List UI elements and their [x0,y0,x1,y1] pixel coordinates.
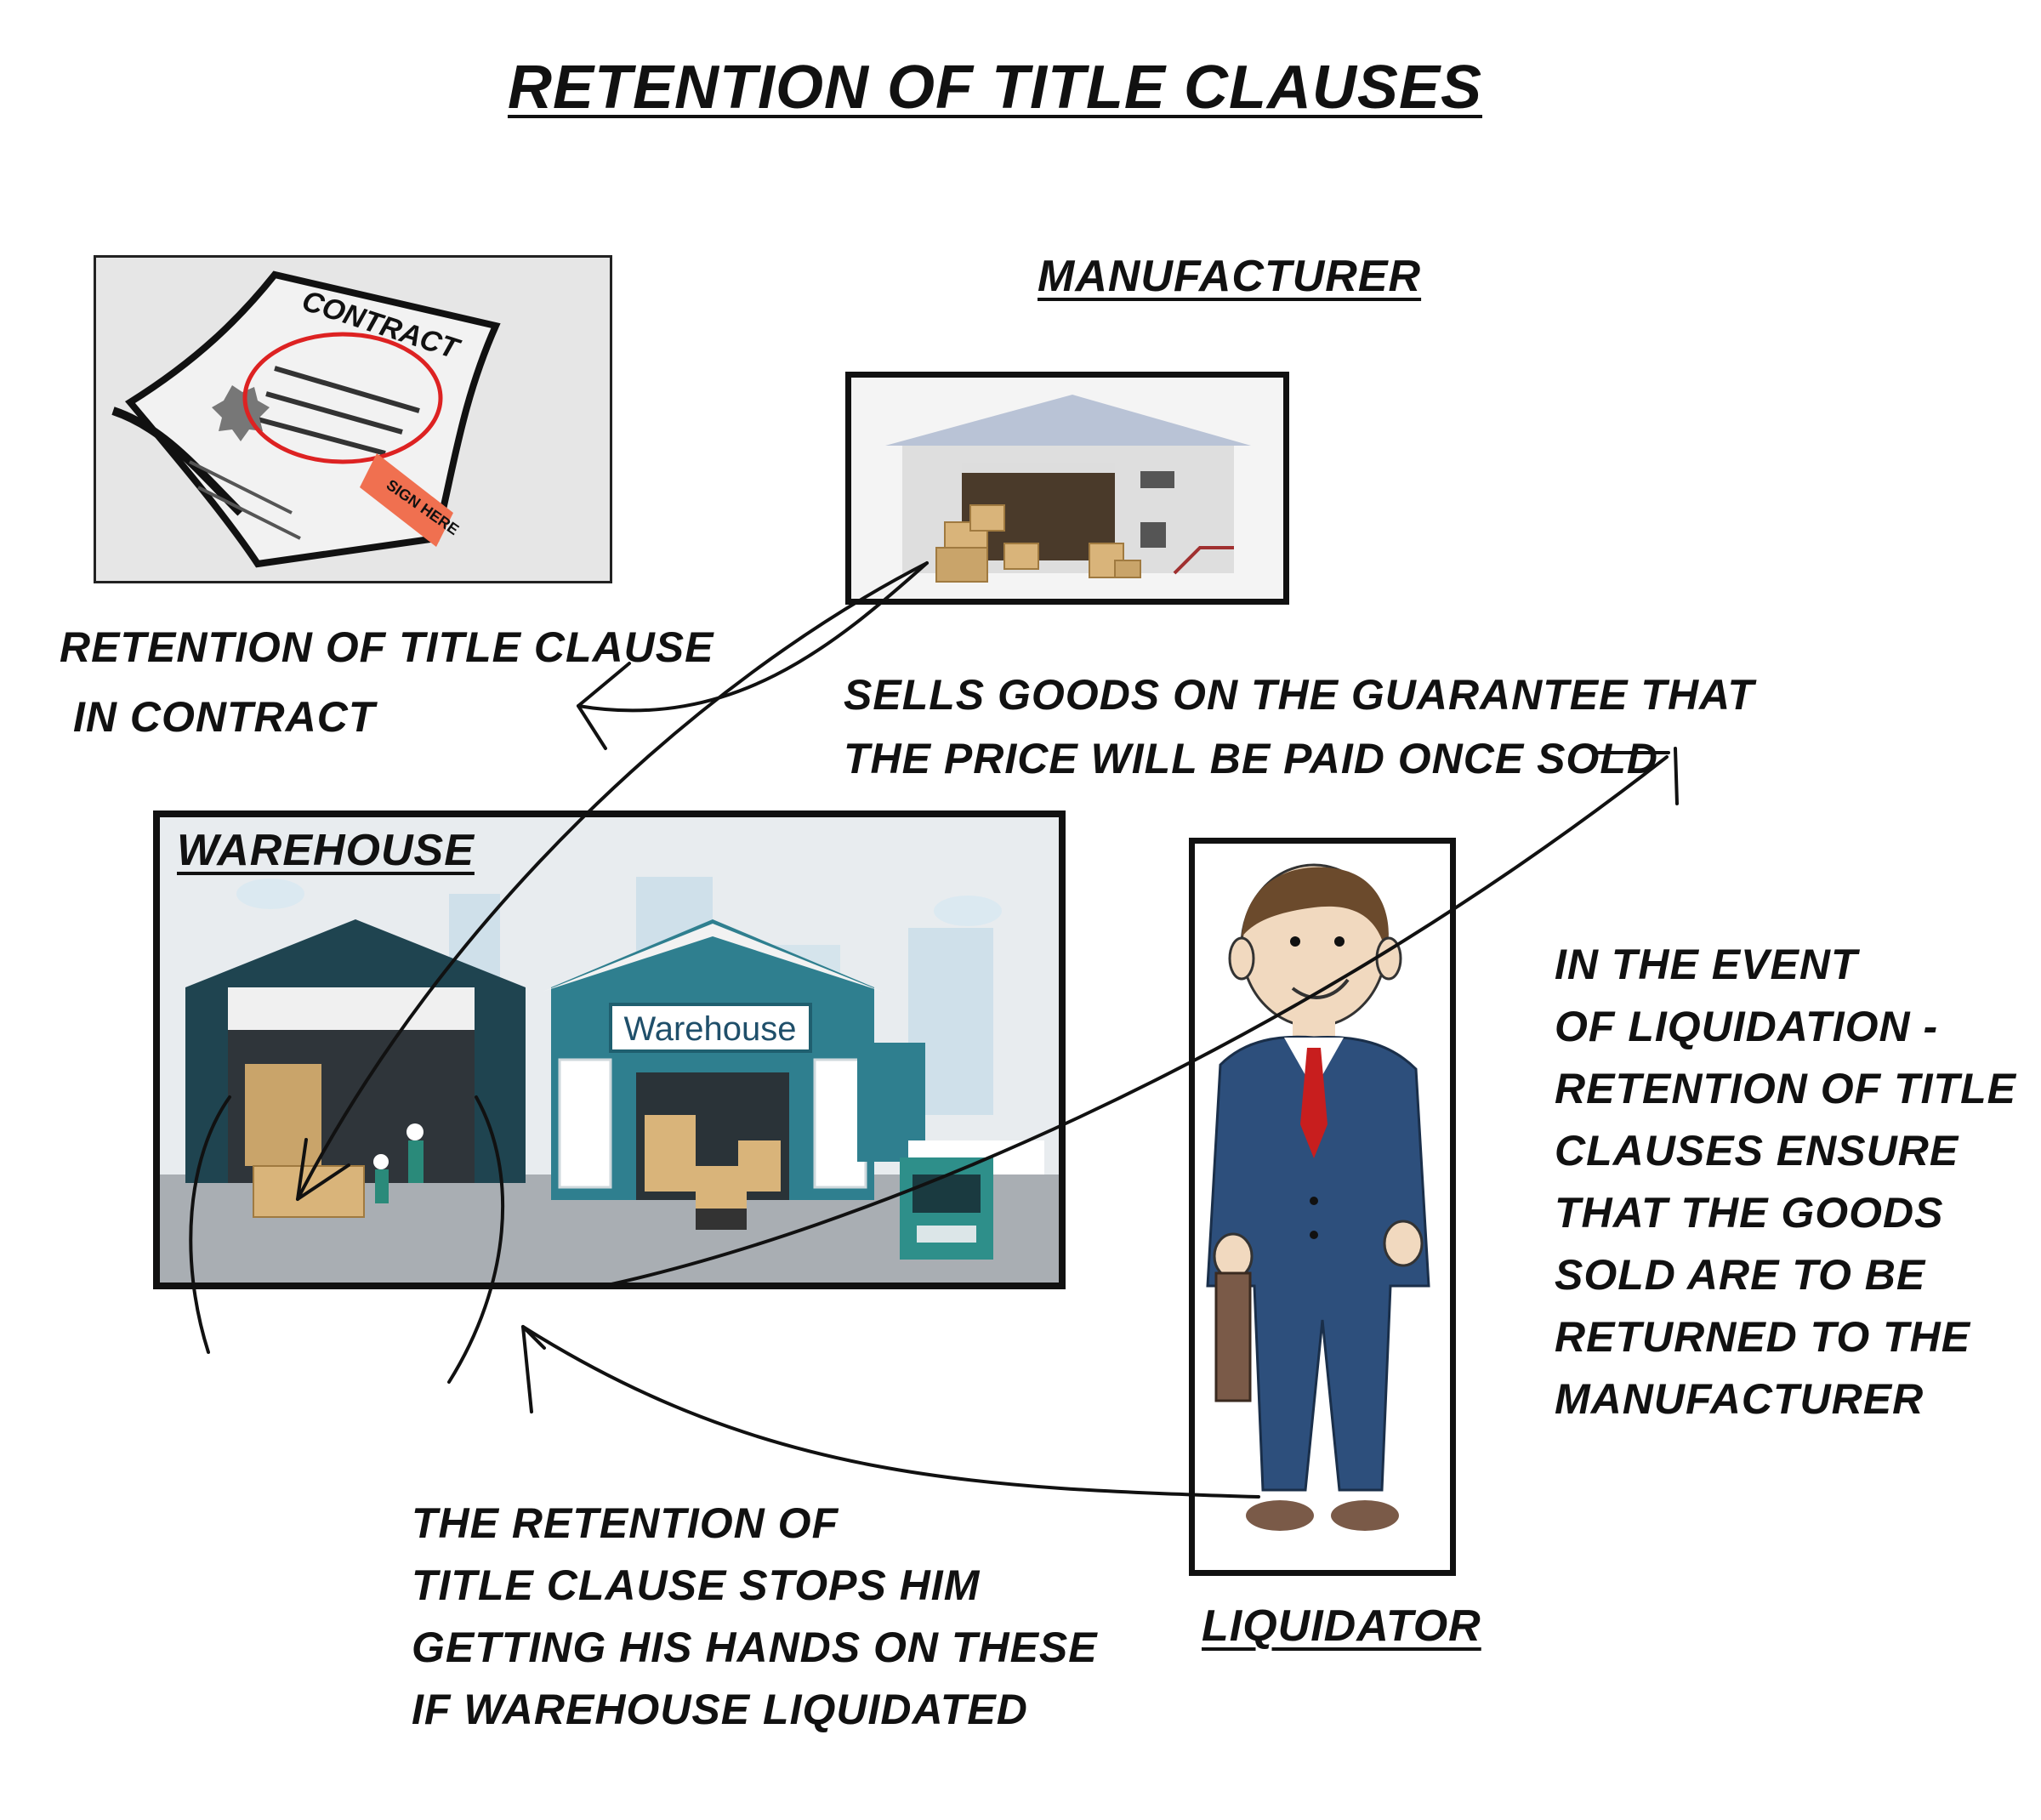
liquidation-note-line-5: THAT THE GOODS [1555,1189,1944,1237]
liquidation-note-line-6: SOLD ARE TO BE [1555,1251,1926,1299]
page-title: RETENTION OF TITLE CLAUSES [507,54,1482,122]
arrow-liquidator-to-warehouse [521,1325,1260,1499]
contract-document-icon: SIGN HERE CONTRACT [111,270,501,568]
bottom-note-line-1: THE RETENTION OF [412,1499,839,1547]
bottom-note-line-2: TITLE CLAUSE STOPS HIM [412,1561,981,1609]
bottom-note-line-3: GETTING HIS HANDS ON THESE [412,1624,1098,1671]
contract-caption-line-2: IN CONTRACT [73,693,376,741]
liquidator-figure [1189,838,1456,1576]
liquidation-note-line-7: RETURNED TO THE [1555,1313,1971,1361]
liquidation-note-line-8: MANUFACTURER [1555,1375,1924,1423]
manufacturer-caption-line-2: THE PRICE WILL BE PAID ONCE SOLD [844,735,1658,782]
contract-illustration: SIGN HERE CONTRACT [94,255,612,583]
warehouse-scene-image: Warehouse [153,810,1066,1289]
liquidator-heading: LIQUIDATOR [1202,1601,1481,1651]
contract-caption-line-1: RETENTION OF TITLE CLAUSE [60,623,714,671]
manufacturer-caption-line-1: SELLS GOODS ON THE GUARANTEE THAT [844,671,1754,719]
liquidation-note-line-3: RETENTION OF TITLE [1555,1065,2016,1112]
liquidation-note-line-2: OF LIQUIDATION - [1555,1003,1939,1050]
manufacturer-building-image [845,372,1289,605]
contract-caption: RETENTION OF TITLE CLAUSE IN CONTRACT [60,612,713,752]
bottom-note-line-4: IF WAREHOUSE LIQUIDATED [412,1686,1028,1733]
liquidation-note-line-1: IN THE EVENT [1555,941,1858,988]
bottom-note: THE RETENTION OF TITLE CLAUSE STOPS HIM … [412,1493,1098,1741]
warehouse-sign: Warehouse [623,1010,796,1048]
warehouse-heading: WAREHOUSE [177,826,475,875]
manufacturer-heading: MANUFACTURER [1038,252,1422,301]
liquidation-note: IN THE EVENT OF LIQUIDATION - RETENTION … [1555,934,2016,1430]
manufacturer-caption: SELLS GOODS ON THE GUARANTEE THAT THE PR… [844,663,1754,791]
liquidation-note-line-4: CLAUSES ENSURE [1555,1127,1959,1174]
